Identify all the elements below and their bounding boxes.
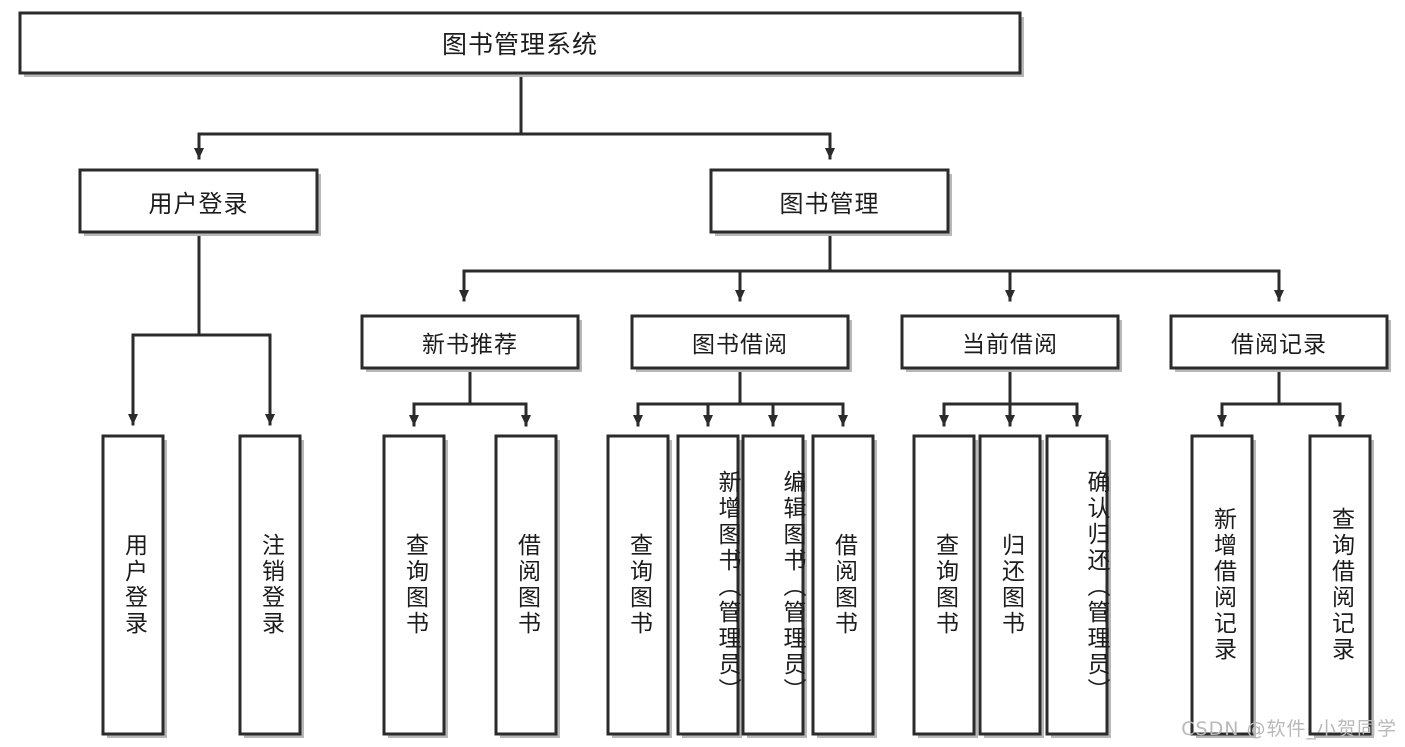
node-leaf-current-borrow-0[interactable] [912,434,978,738]
connector-currentborrow-to-leaves [939,371,1082,427]
node-leaf-current-borrow-2[interactable] [1045,434,1111,738]
node-leaf-new-book-1[interactable] [494,434,560,738]
connector-borrowrecord-to-leaves [1217,371,1345,427]
node-leaf-current-borrow-1[interactable] [978,434,1044,738]
node-leaf-new-book-0[interactable] [382,434,448,738]
node-leaf-book-borrow-0[interactable] [606,434,672,738]
connector-bookborrow-to-leaves [633,371,848,427]
node-leaf-borrow-record-1[interactable] [1308,434,1374,738]
node-book-borrow[interactable] [630,314,852,372]
node-leaf-book-borrow-3[interactable] [811,434,877,738]
node-leaf-user-login-1[interactable] [238,434,304,738]
connector-bookmgmt-to-level3 [459,231,1284,302]
connector-userlogin-to-leaves [128,231,275,426]
connector-newbook-to-leaves [409,371,531,427]
node-leaf-book-borrow-2[interactable] [741,434,807,738]
node-borrow-record[interactable] [1169,314,1391,372]
node-leaf-user-login-0[interactable] [101,434,167,738]
node-leaf-book-borrow-1[interactable] [676,434,742,738]
node-book-management[interactable] [709,168,952,236]
node-leaf-borrow-record-0[interactable] [1190,434,1256,738]
node-root[interactable] [18,11,1024,77]
csdn-watermark: CSDN @软件_小贺同学 [1181,718,1397,740]
node-current-borrow[interactable] [900,314,1122,372]
node-new-book-recommend[interactable] [360,314,582,372]
connector-root-to-level2 [194,74,835,160]
node-user-login[interactable] [78,168,321,236]
